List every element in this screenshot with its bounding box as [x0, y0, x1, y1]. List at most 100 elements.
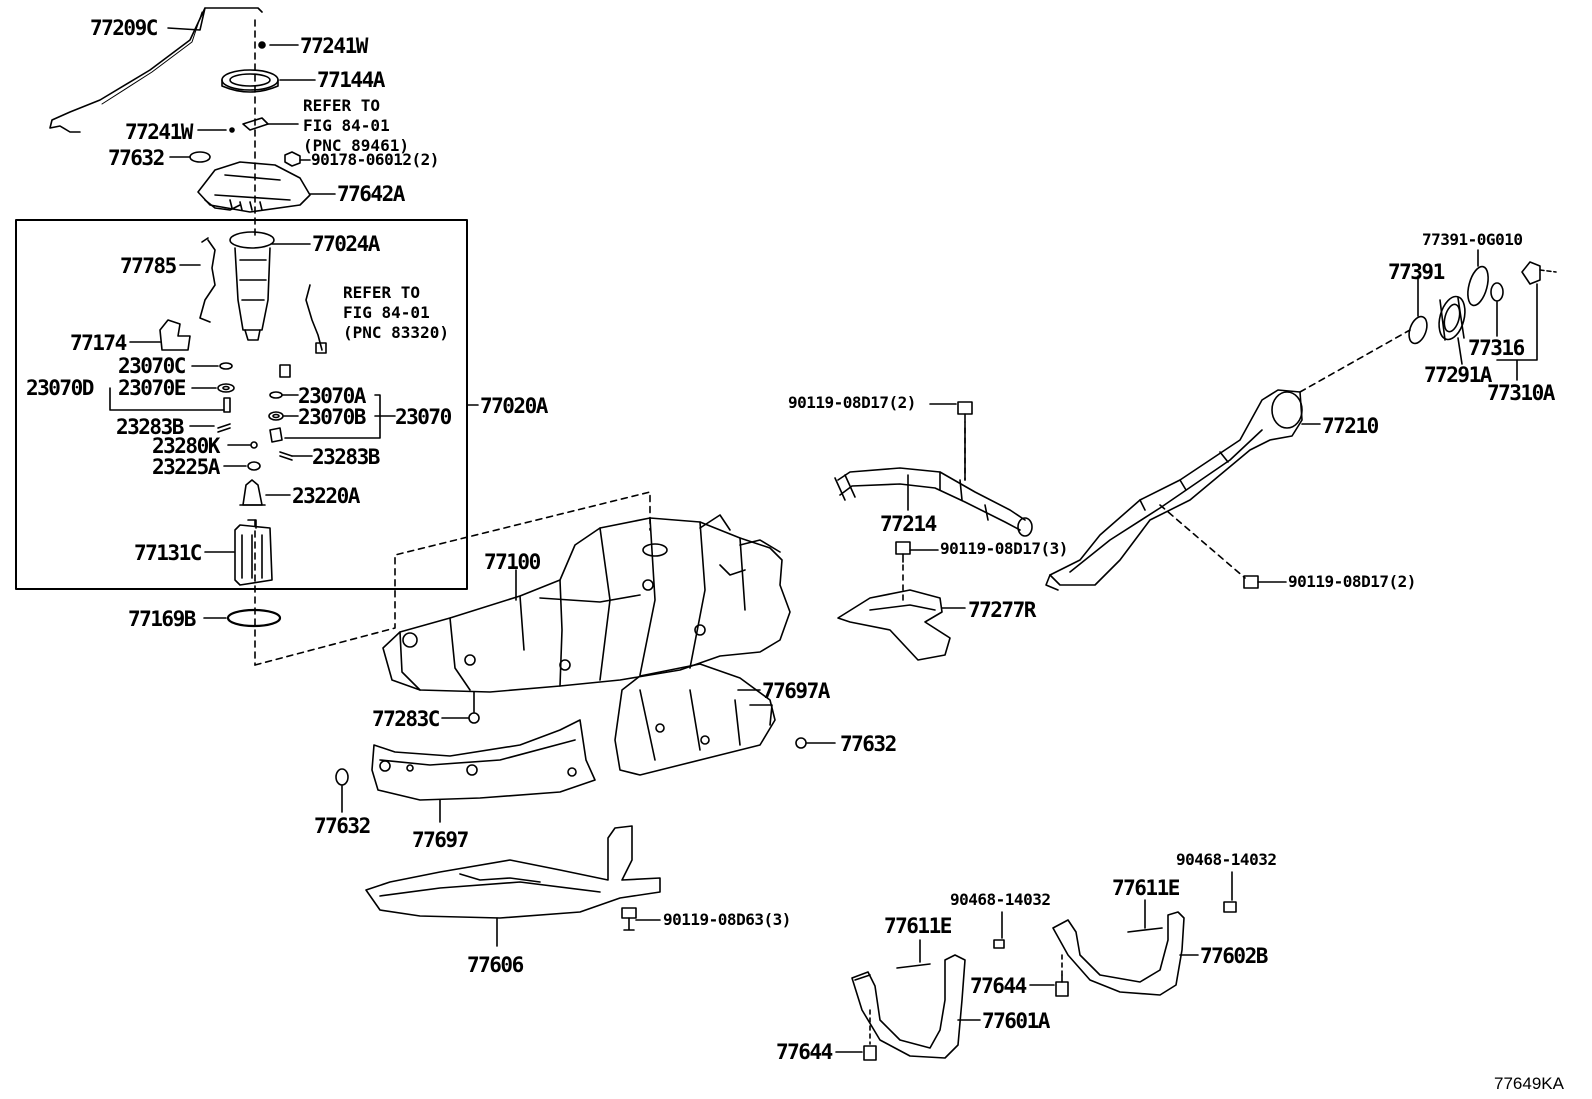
part-label-90119-08D17-c[interactable]: 90119-08D17(2) [1288, 572, 1416, 591]
filler-pipe-77210 [1045, 389, 1303, 591]
part-label-77606[interactable]: 77606 [467, 953, 524, 977]
part-label-77169B[interactable]: 77169B [128, 607, 196, 631]
ring-77316 [1490, 282, 1504, 302]
part-label-23225A[interactable]: 23225A [152, 455, 220, 479]
part-label-77020A[interactable]: 77020A [480, 394, 548, 418]
part-label-23070E[interactable]: 23070E [118, 376, 186, 400]
part-label-90119-08D17-a[interactable]: 90119-08D17(2) [788, 393, 916, 412]
pump-module-77024A [229, 231, 275, 341]
cap-77291A [1438, 295, 1466, 341]
part-label-23070[interactable]: 23070 [395, 405, 452, 429]
part-label-77209C[interactable]: 77209C [90, 16, 158, 40]
bolt-90119-08D17-c [1243, 575, 1259, 589]
small-parts-left [217, 362, 261, 471]
bolt-90119-08D17-a [957, 401, 973, 423]
part-label-90468-14032-b[interactable]: 90468-14032 [1176, 850, 1277, 869]
clip-90468-a [993, 939, 1005, 949]
strap-77602B [1052, 911, 1185, 996]
part-label-77291A[interactable]: 77291A [1424, 363, 1492, 387]
clip-77241W [258, 41, 266, 49]
nut-90178 [284, 151, 311, 167]
gasket-77632-top [189, 151, 211, 163]
bracket-77310A [1496, 283, 1538, 381]
gasket-77632-mid [795, 737, 807, 749]
part-label-77214[interactable]: 77214 [880, 512, 937, 536]
wire-harness-77785 [199, 237, 216, 323]
fuel-tank-77100 [382, 514, 791, 693]
bolt-90119-08D63 [621, 907, 637, 931]
part-label-77642A[interactable]: 77642A [337, 182, 405, 206]
sender-wire-refer [305, 284, 327, 354]
part-label-77241W-mid[interactable]: 77241W [125, 120, 193, 144]
small-parts-right [268, 364, 293, 461]
part-label-23070D[interactable]: 23070D [26, 376, 94, 400]
refer-note-upper[interactable]: REFER TO FIG 84-01 (PNC 89461) [303, 96, 409, 156]
fuel-filter-77131C [234, 519, 273, 586]
part-label-77174[interactable]: 77174 [70, 331, 127, 355]
part-label-77024A[interactable]: 77024A [312, 232, 380, 256]
part-label-77277R[interactable]: 77277R [968, 598, 1036, 622]
plug-77283C [468, 712, 480, 724]
oring-77391-0G010 [1467, 265, 1489, 307]
refer-note-upper-line1: REFER TO [303, 96, 381, 115]
retainer-ring-77144A [221, 69, 279, 93]
part-label-77602B[interactable]: 77602B [1200, 944, 1268, 968]
refer-note-lower-line1: REFER TO [343, 283, 421, 302]
part-label-23070A[interactable]: 23070A [298, 384, 366, 408]
leader-77291A [1457, 337, 1463, 365]
refer-note-lower-line3: (PNC 83320) [343, 323, 449, 342]
part-label-77697[interactable]: 77697 [412, 828, 469, 852]
part-label-77283C[interactable]: 77283C [372, 707, 440, 731]
refer-note-lower-line2: FIG 84-01 [343, 303, 430, 322]
pin-77611E-b [1127, 927, 1163, 933]
part-label-77644-b[interactable]: 77644 [776, 1040, 833, 1064]
part-label-77632-bottom[interactable]: 77632 [314, 814, 371, 838]
part-label-77611E-a[interactable]: 77611E [884, 914, 952, 938]
drawing-id: 77649KA [1494, 1074, 1564, 1093]
protector-77277R [837, 589, 951, 661]
part-label-90119-08D17-b[interactable]: 90119-08D17(3) [940, 539, 1068, 558]
part-label-77241W-top[interactable]: 77241W [300, 34, 368, 58]
pin-77611E-a [896, 963, 931, 969]
leader-90119-08D17-a [929, 403, 966, 481]
part-label-77210[interactable]: 77210 [1322, 414, 1379, 438]
part-label-77644-a[interactable]: 77644 [970, 974, 1027, 998]
part-label-77785[interactable]: 77785 [120, 254, 177, 278]
part-label-90119-08D63[interactable]: 90119-08D63(3) [663, 910, 791, 929]
part-label-77100[interactable]: 77100 [484, 550, 541, 574]
clip-90468-b [1223, 901, 1237, 913]
part-label-77144A[interactable]: 77144A [317, 68, 385, 92]
part-label-77131C[interactable]: 77131C [134, 541, 202, 565]
bolt-77644-b [863, 1045, 877, 1061]
clip-77241W-mid [229, 117, 269, 133]
part-label-23283B-right[interactable]: 23283B [312, 445, 380, 469]
part-label-77391-0G010[interactable]: 77391-0G010 [1422, 230, 1523, 249]
part-label-77632-mid[interactable]: 77632 [840, 732, 897, 756]
leader-77241W-mid [197, 123, 299, 131]
part-label-77632-top[interactable]: 77632 [108, 146, 165, 170]
part-label-77601A[interactable]: 77601A [982, 1009, 1050, 1033]
part-label-77310A[interactable]: 77310A [1487, 381, 1555, 405]
gasket-77632-bottom [335, 768, 349, 786]
breather-hose-77214 [834, 467, 1033, 537]
part-label-23070C[interactable]: 23070C [118, 354, 186, 378]
part-label-90468-14032-a[interactable]: 90468-14032 [950, 890, 1051, 909]
part-label-23220A[interactable]: 23220A [292, 484, 360, 508]
refer-note-lower[interactable]: REFER TO FIG 84-01 (PNC 83320) [343, 283, 449, 343]
sender-wire-77209C [49, 7, 263, 133]
bolt-77644-a [1055, 974, 1069, 997]
part-label-77391[interactable]: 77391 [1388, 260, 1445, 284]
part-label-23280K[interactable]: 23280K [152, 434, 220, 458]
part-label-77697A[interactable]: 77697A [762, 679, 830, 703]
part-label-23070B[interactable]: 23070B [298, 405, 366, 429]
part-label-77611E-b[interactable]: 77611E [1112, 876, 1180, 900]
leaders-right-block [281, 394, 396, 457]
filter-23220A [239, 479, 266, 506]
bolt-90119-08D17-b [895, 541, 911, 563]
bracket-77174 [159, 319, 191, 351]
part-label-90178-06012[interactable]: 90178-06012(2) [311, 150, 439, 169]
part-label-77316[interactable]: 77316 [1468, 336, 1525, 360]
part-label-23283B-left[interactable]: 23283B [116, 415, 184, 439]
